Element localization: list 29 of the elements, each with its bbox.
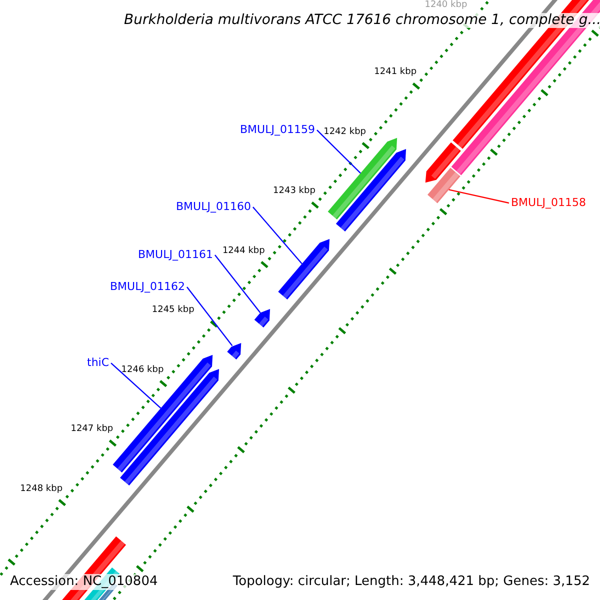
gene-label: BMULJ_01158 (511, 197, 586, 210)
accession-text: Accession: NC_010804 (8, 574, 160, 590)
tick-label: 1242 kbp (324, 128, 366, 138)
gene-label: BMULJ_01162 (110, 281, 185, 294)
gene-label: BMULJ_01161 (138, 249, 213, 262)
gene-feature (278, 238, 330, 300)
leader-line (252, 206, 302, 264)
tick-label: 1243 kbp (273, 187, 316, 197)
gene-feature (328, 138, 398, 220)
gene-feature (112, 354, 213, 472)
genome-summary: Topology: circular; Length: 3,448,421 bp; Genes: 3,152 (230, 574, 592, 590)
tick-label: 1244 kbp (222, 246, 265, 256)
gene-label: BMULJ_01159 (240, 124, 315, 136)
gene-feature (227, 342, 242, 360)
tick-label: 1248 kbp (20, 484, 63, 494)
leader-line (316, 130, 361, 174)
tick-label: 1241 kbp (374, 68, 417, 78)
leader-line (214, 254, 261, 314)
gene-label: BMULJ_01160 (176, 201, 251, 214)
leader-line (186, 286, 233, 346)
leader-line (448, 189, 510, 204)
tick-label: 1247 kbp (70, 425, 114, 435)
tick-label: 1240 kbp (424, 0, 468, 10)
tick-label: 1246 kbp (121, 366, 164, 376)
gene-feature (254, 308, 270, 328)
leader-line (110, 362, 162, 409)
gene-label: thiC (87, 357, 110, 370)
gene-feature (428, 168, 460, 204)
tick-label: 1245 kbp (152, 306, 194, 316)
